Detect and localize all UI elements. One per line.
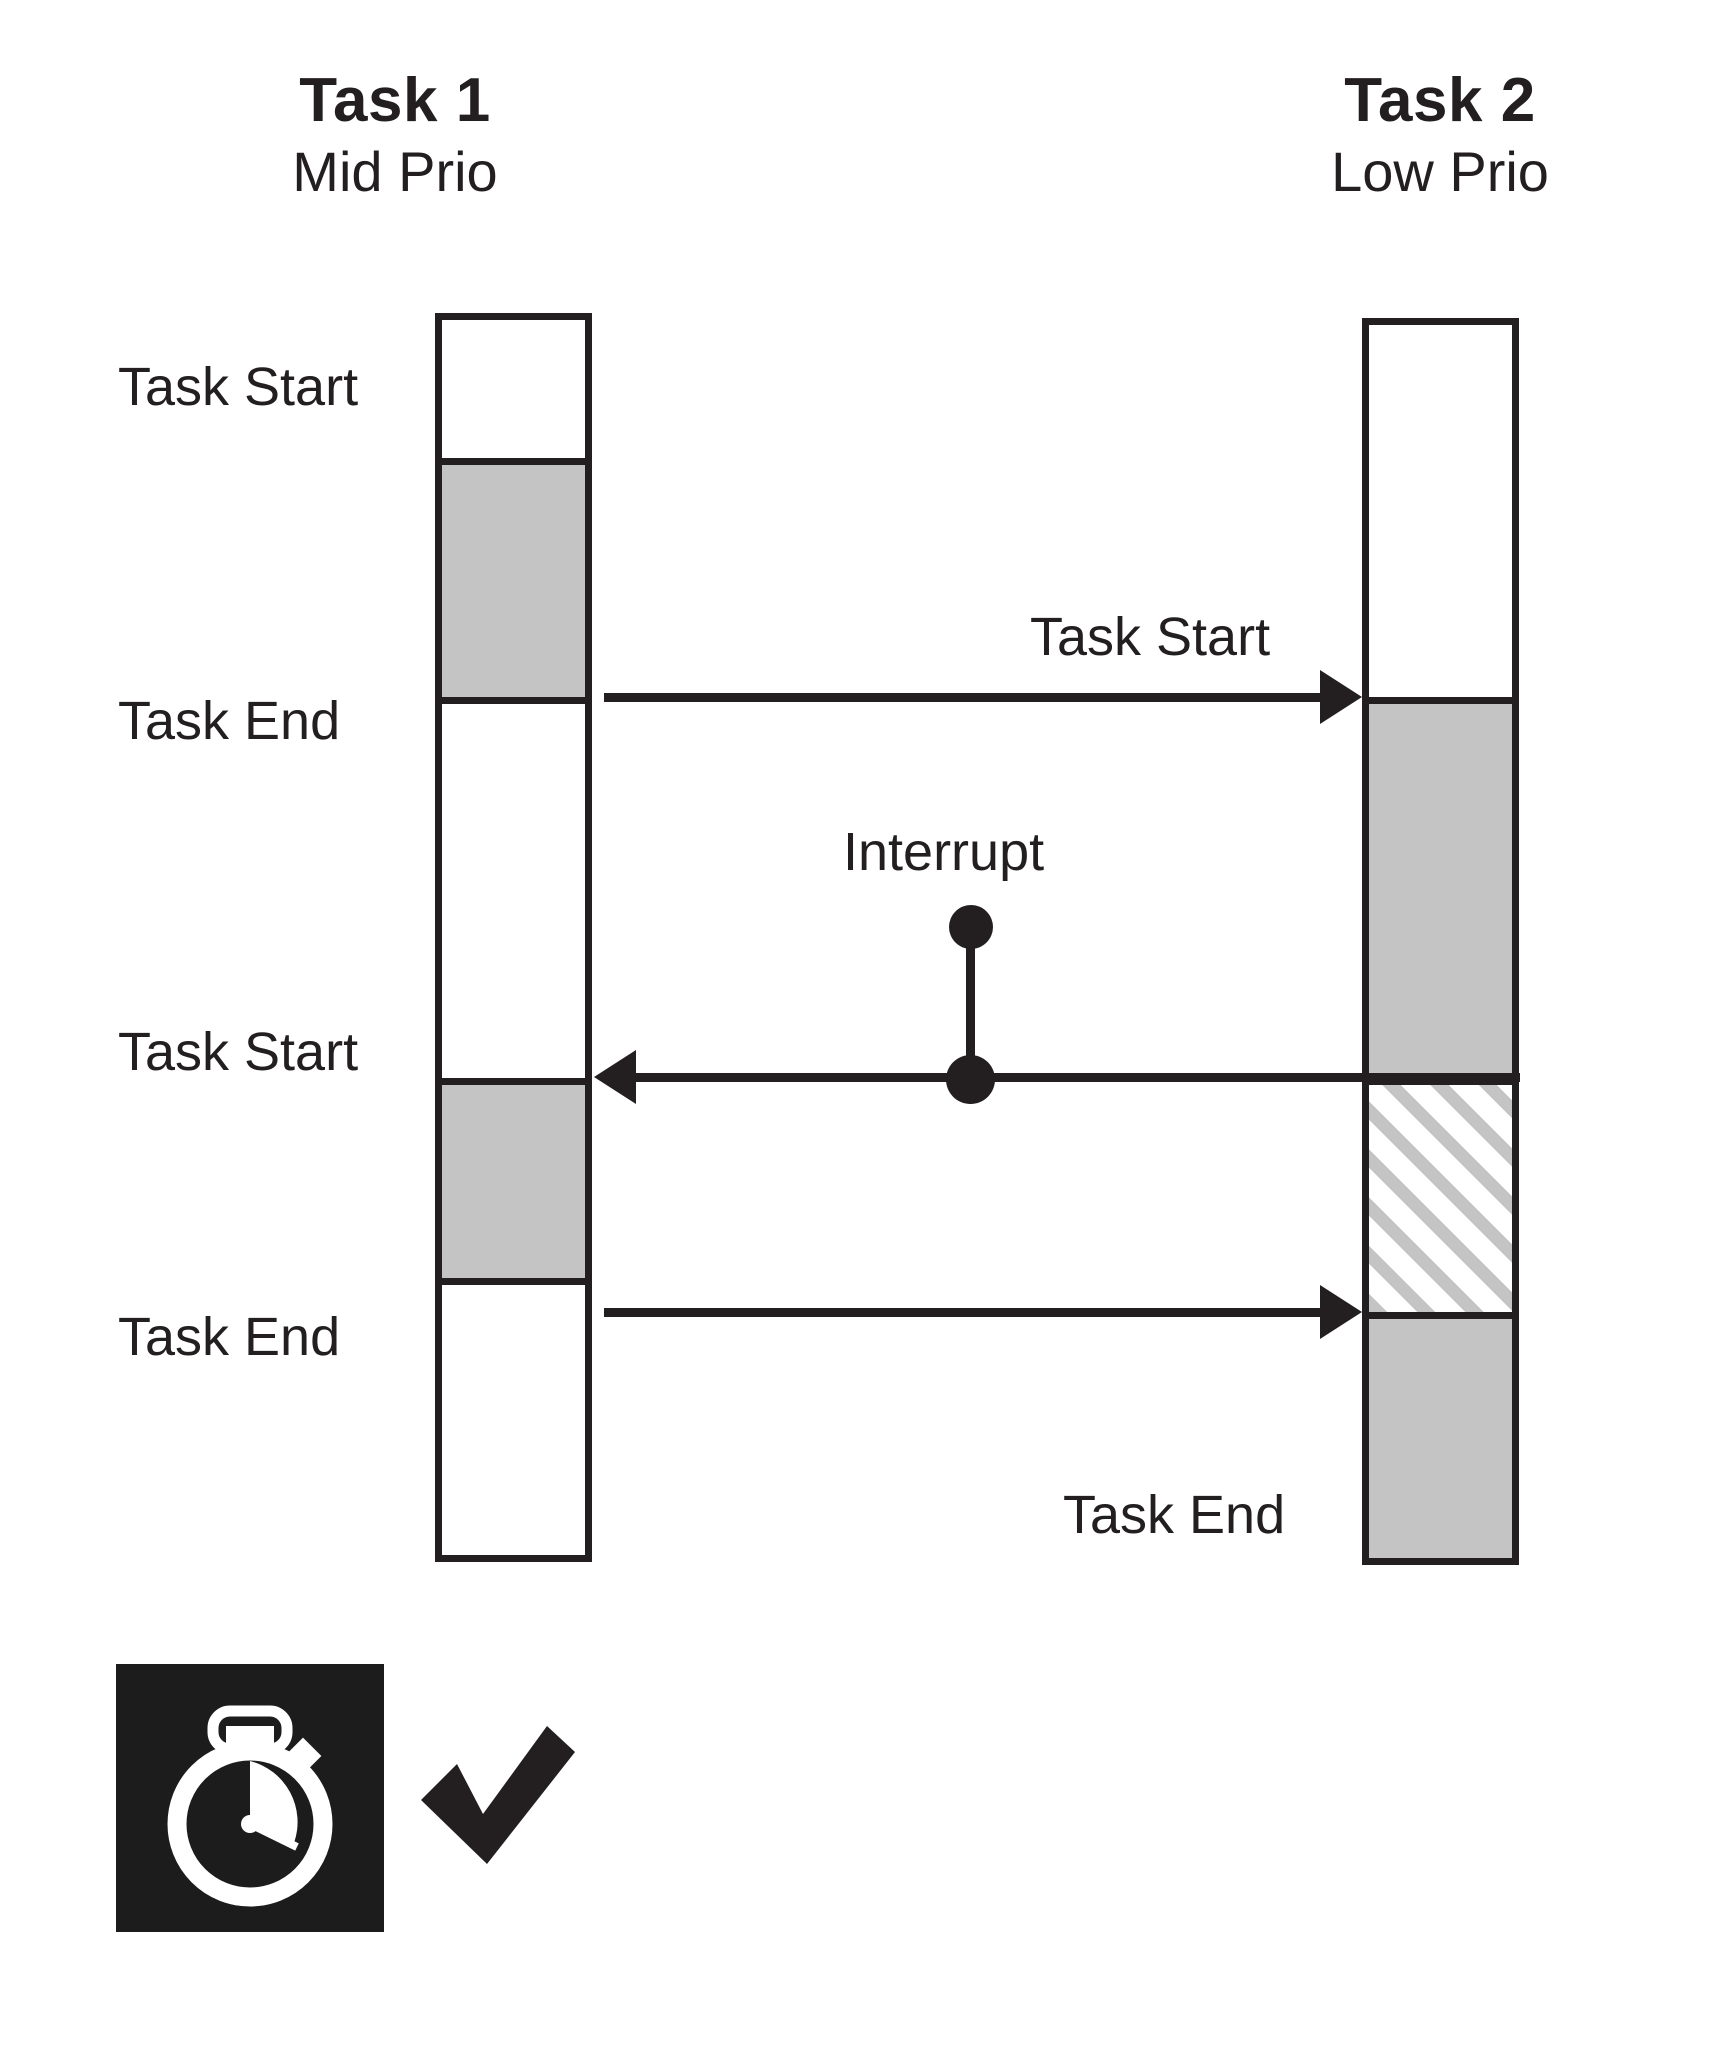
task2-subtitle: Low Prio [1331,140,1549,204]
check-icon-wrapper [413,1722,583,1872]
interrupt-stem [966,927,975,1079]
arrow-head-task-end [1320,1285,1362,1339]
arrow-line-task-start [604,693,1320,702]
arrow-line-task-end [604,1308,1320,1317]
arrow-head-interrupt [594,1050,636,1104]
task1-running-segment-1 [442,458,585,704]
arrow-head-task-start [1320,670,1362,724]
task1-label-task-end-2: Task End [118,1307,341,1367]
task1-timeline-bar [435,313,592,1562]
stopwatch-icon [167,1705,333,1907]
task1-label-task-start-1: Task Start [118,357,359,417]
arrow-label-interrupt: Interrupt [843,822,1045,882]
task2-running-segment-2 [1369,1312,1512,1558]
column-header-task1: Task 1 Mid Prio [195,68,595,202]
task1-subtitle: Mid Prio [292,140,498,204]
task1-label-task-end-1: Task End [118,691,341,751]
task2-preempted-segment [1369,1078,1512,1319]
task2-label-task-end: Task End [1063,1485,1286,1545]
column-header-task2: Task 2 Low Prio [1240,68,1640,202]
interrupt-dot-bottom [946,1055,995,1104]
task1-running-segment-2 [442,1078,585,1285]
task2-title: Task 2 [1344,66,1536,135]
task2-timeline-bar [1362,318,1519,1565]
task1-title: Task 1 [299,66,491,135]
stopwatch-tile [116,1664,384,1932]
arrow-label-task-start: Task Start [1030,607,1271,667]
check-icon [421,1726,575,1864]
arrow-line-interrupt [636,1073,1520,1082]
task1-label-task-start-2: Task Start [118,1022,359,1082]
task2-running-segment-1 [1369,697,1512,1085]
